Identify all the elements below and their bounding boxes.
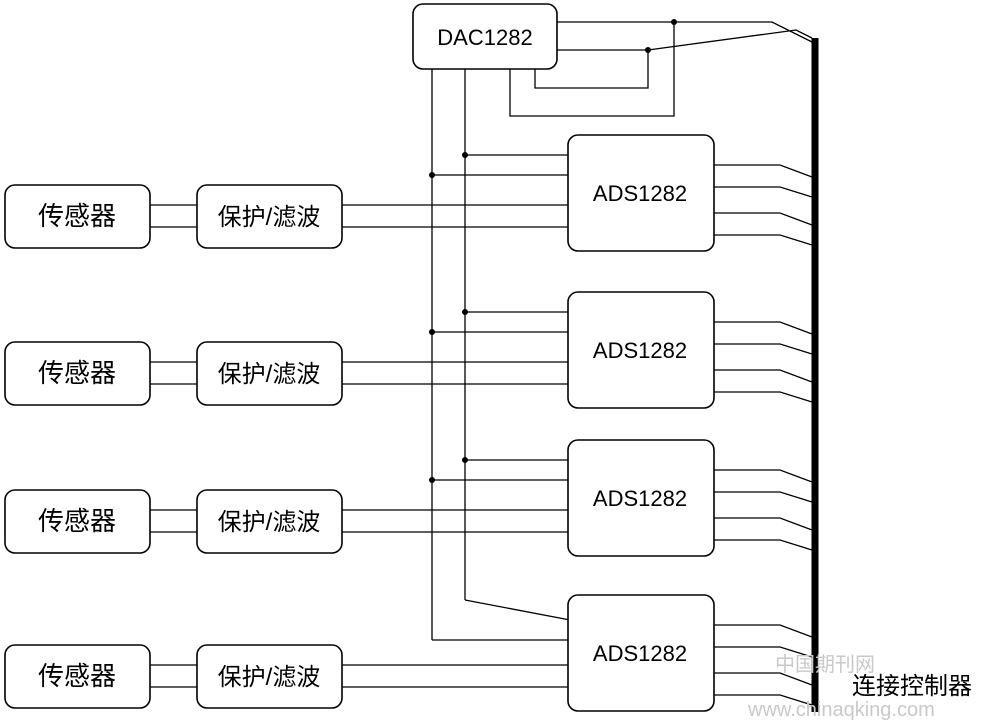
watermark-cn: 中国期刊网 xyxy=(775,653,875,676)
dac-block: DAC1282 xyxy=(412,3,558,70)
junction-dot xyxy=(429,172,435,178)
filter-label: 保护/滤波 xyxy=(218,204,321,231)
sensor-label: 传感器 xyxy=(38,201,116,231)
filter-box xyxy=(196,644,343,709)
wire xyxy=(714,321,813,335)
sensor-box xyxy=(4,644,151,709)
wire xyxy=(714,234,813,246)
wire xyxy=(714,343,813,355)
channel-1: 传感器 保护/滤波 ADS1282 xyxy=(4,134,813,252)
wire xyxy=(714,694,813,706)
adc-label: ADS1282 xyxy=(593,181,687,206)
filter-box xyxy=(196,184,343,249)
sensor-box xyxy=(4,184,151,249)
wire xyxy=(714,369,813,383)
sensor-box xyxy=(4,489,151,554)
adc-label: ADS1282 xyxy=(593,486,687,511)
wire xyxy=(714,212,813,226)
wire xyxy=(714,164,813,178)
channel-3: 传感器 保护/滤波 ADS1282 xyxy=(4,439,813,557)
sensor-label: 传感器 xyxy=(38,661,116,691)
wire xyxy=(464,599,571,621)
filter-box xyxy=(196,489,343,554)
filter-label: 保护/滤波 xyxy=(218,664,321,691)
wire xyxy=(714,491,813,503)
dac-box xyxy=(412,3,558,70)
channel-4: 传感器 保护/滤波 ADS1282 xyxy=(4,594,813,712)
adc-box xyxy=(567,439,715,557)
junction-dot xyxy=(429,477,435,483)
adc-box xyxy=(567,594,715,712)
sensor-label: 传感器 xyxy=(38,506,116,536)
wire xyxy=(674,21,813,43)
channel-2: 传感器 保护/滤波 ADS1282 xyxy=(4,291,813,409)
wire xyxy=(714,672,813,686)
sensor-label: 传感器 xyxy=(38,358,116,388)
junction-dot xyxy=(462,309,468,315)
adc-box xyxy=(567,291,715,409)
adc-label: ADS1282 xyxy=(593,641,687,666)
wire xyxy=(714,186,813,198)
wire xyxy=(534,50,649,89)
wire xyxy=(714,646,813,658)
wire xyxy=(714,539,813,551)
junction-dot xyxy=(429,329,435,335)
wire xyxy=(714,469,813,483)
dac-label: DAC1282 xyxy=(437,25,532,50)
channels: 传感器保护/滤波ADS1282传感器保护/滤波ADS1282传感器保护/滤波AD… xyxy=(4,134,813,712)
controller-bus: 连接控制器 xyxy=(811,38,972,712)
watermark-url: www.chinaqking.com xyxy=(747,699,935,721)
junction-dot xyxy=(462,152,468,158)
watermark: 中国期刊网 www.chinaqking.com xyxy=(747,653,935,721)
wire xyxy=(714,517,813,531)
controller-label: 连接控制器 xyxy=(852,673,972,700)
junction-dot xyxy=(462,457,468,463)
adc-box xyxy=(567,134,715,252)
filter-label: 保护/滤波 xyxy=(218,361,321,388)
filter-box xyxy=(196,341,343,406)
adc-label: ADS1282 xyxy=(593,338,687,363)
sensor-box xyxy=(4,341,151,406)
wire xyxy=(714,391,813,403)
wire xyxy=(509,22,675,117)
filter-label: 保护/滤波 xyxy=(218,509,321,536)
wire xyxy=(714,624,813,638)
wire xyxy=(647,29,813,51)
